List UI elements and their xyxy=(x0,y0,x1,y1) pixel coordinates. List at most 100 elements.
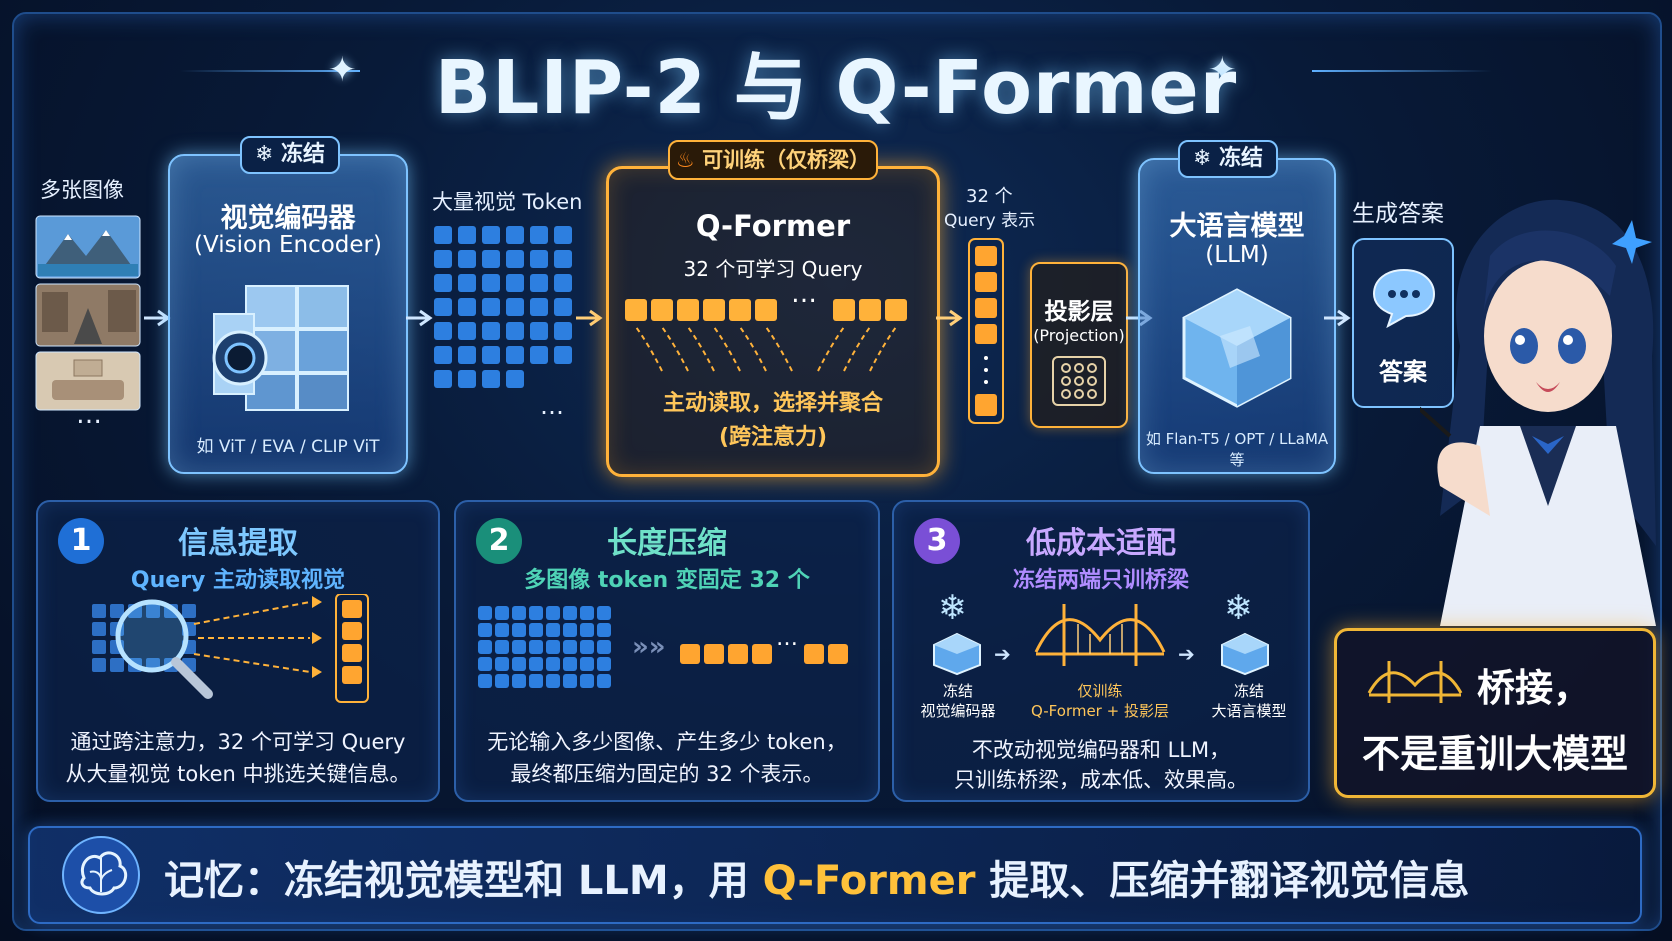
query-square xyxy=(677,299,699,321)
token-square xyxy=(506,274,524,292)
panel-desc-line2: 只训练桥梁，成本低、效果高。 xyxy=(954,768,1248,792)
token-square xyxy=(434,298,452,316)
attention-arrow xyxy=(765,326,793,372)
panel-desc-line1: 通过跨注意力，32 个可学习 Query xyxy=(70,730,406,754)
query-dots: … xyxy=(791,279,817,309)
visual-token-grid xyxy=(434,226,572,388)
qformer-trainable-badge: ♨ 可训练（仅桥梁） xyxy=(668,140,878,180)
token-square xyxy=(580,674,594,688)
llm-name: 大语言模型 xyxy=(1169,211,1305,242)
token-square xyxy=(482,322,500,340)
bridge-note-line2: 不是重训大模型 xyxy=(1361,732,1628,776)
token-square xyxy=(597,674,611,688)
token-square xyxy=(529,606,543,620)
teacher-character-illustration xyxy=(1420,199,1656,626)
encoder-frozen-badge: ❄ 冻结 xyxy=(240,136,340,174)
chat-bubble-icon xyxy=(1372,268,1436,328)
token-square xyxy=(546,606,560,620)
left-label1: 冻结 xyxy=(942,682,973,700)
attention-arrow xyxy=(661,326,689,372)
panel-desc-line1: 不改动视觉编码器和 LLM， xyxy=(971,738,1231,762)
query-square xyxy=(703,299,725,321)
brain-icon xyxy=(62,836,140,914)
token-square xyxy=(563,623,577,637)
projection-box: 投影层 (Projection) xyxy=(1030,262,1128,428)
token-square xyxy=(506,370,524,388)
encoder-examples: 如 ViT / EVA / CLIP ViT xyxy=(196,437,380,457)
panel-title: 低成本适配 xyxy=(1026,526,1176,561)
input-images xyxy=(35,215,141,411)
token-square xyxy=(597,606,611,620)
token-square xyxy=(495,623,509,637)
panel-desc-line2: 最终都压缩为固定的 32 个表示。 xyxy=(510,762,824,786)
many-token-grid xyxy=(478,606,611,688)
llm-examples: 如 Flan-T5 / OPT / LLaMA 等 xyxy=(1145,430,1329,469)
snowflake-icon: ❄ xyxy=(938,588,967,628)
token-square xyxy=(434,274,452,292)
token-square xyxy=(554,298,572,316)
bridge-icon xyxy=(1367,661,1463,703)
attention-arrow xyxy=(843,326,871,372)
token-square xyxy=(530,250,548,268)
token-square xyxy=(458,322,476,340)
token-square xyxy=(482,250,500,268)
token-square xyxy=(530,322,548,340)
token-square xyxy=(434,322,452,340)
token-square xyxy=(554,250,572,268)
panel-length-compression: 2 长度压缩 多图像 token 变固定 32 个 »» … 无论输入多少图像、… xyxy=(454,500,880,802)
bridge-note-line1: 桥接， xyxy=(1477,666,1592,710)
frozen-cube-icon xyxy=(933,632,981,676)
qformer-sub: 32 个可学习 Query xyxy=(683,257,863,281)
panel-information-extraction: 1 信息提取 Query 主动读取视觉 通过跨注意力，32 个可学习 Query… xyxy=(36,500,440,802)
token-square xyxy=(482,346,500,364)
token-square xyxy=(482,274,500,292)
token-square xyxy=(512,657,526,671)
token-square xyxy=(530,226,548,244)
qformer-name: Q-Former xyxy=(695,209,851,243)
token-square xyxy=(512,606,526,620)
token-square xyxy=(434,370,452,388)
street-photo-icon xyxy=(35,283,141,347)
arrow-right-icon: ➔ xyxy=(994,642,1011,666)
token-square xyxy=(546,674,560,688)
token-square xyxy=(580,657,594,671)
token-square xyxy=(563,606,577,620)
memory-highlight: Q-Former xyxy=(762,858,976,904)
compress-dots: … xyxy=(776,626,798,651)
frozen-cube-icon xyxy=(1221,632,1269,676)
token-square xyxy=(580,640,594,654)
panel-subtitle: 多图像 token 变固定 32 个 xyxy=(524,568,810,593)
memory-suffix: 提取、压缩并翻译视觉信息 xyxy=(975,858,1470,904)
fixed-query-row xyxy=(680,644,848,664)
token-square xyxy=(458,370,476,388)
token-square xyxy=(546,640,560,654)
panel-subtitle: 冻结两端只训桥梁 xyxy=(1012,568,1189,593)
query-repr-line2: Query 表示 xyxy=(944,211,1036,231)
panel-title: 信息提取 xyxy=(178,526,298,561)
token-square xyxy=(506,322,524,340)
query-square xyxy=(859,299,881,321)
token-square xyxy=(478,606,492,620)
token-square xyxy=(529,623,543,637)
token-square xyxy=(506,250,524,268)
memory-text: 记忆：冻结视觉模型和 LLM，用 Q-Former 提取、压缩并翻译视觉信息 xyxy=(164,848,1469,906)
token-square xyxy=(546,623,560,637)
encoder-name-en: (Vision Encoder) xyxy=(194,232,382,258)
token-square xyxy=(563,640,577,654)
sparkle-icon: ✦ xyxy=(1208,50,1237,90)
arrow-right-icon: ➔ xyxy=(1178,642,1195,666)
arrow-right-icon xyxy=(936,309,963,327)
token-square xyxy=(482,370,500,388)
qformer-desc2: (跨注意力) xyxy=(718,425,828,450)
panel-number-3: 3 xyxy=(914,518,960,564)
attention-arrow xyxy=(635,326,663,372)
attention-arrow xyxy=(869,326,897,372)
golden-bridge-icon xyxy=(1034,604,1166,666)
arrow-right-icon xyxy=(406,309,433,327)
page-title: BLIP-2 与 Q-Former xyxy=(434,45,1238,131)
token-square xyxy=(512,674,526,688)
token-square xyxy=(482,226,500,244)
token-square xyxy=(458,274,476,292)
answer-box: 答案 xyxy=(1352,238,1454,408)
